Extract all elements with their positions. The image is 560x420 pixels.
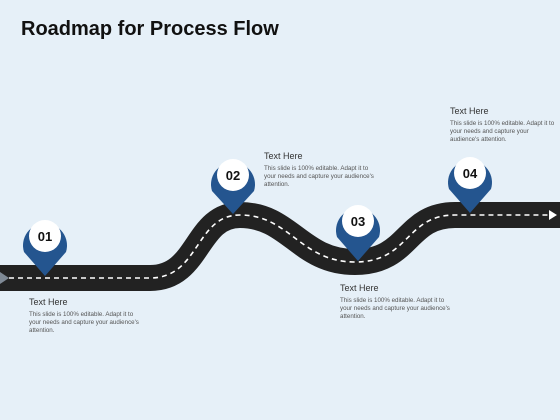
milestone-note-01: Text Here This slide is 100% editable. A…	[29, 297, 144, 336]
road-end-arrow-icon	[549, 210, 557, 220]
milestone-note-02: Text Here This slide is 100% editable. A…	[264, 151, 379, 190]
milestone-note-04: Text Here This slide is 100% editable. A…	[450, 106, 558, 145]
milestone-body: This slide is 100% editable. Adapt it to…	[340, 297, 450, 321]
milestone-heading: Text Here	[340, 283, 379, 293]
milestone-heading: Text Here	[450, 106, 489, 116]
milestone-pin-03: 03	[336, 205, 380, 261]
milestone-body: This slide is 100% editable. Adapt it to…	[450, 120, 555, 144]
milestone-label-01: 01	[38, 229, 52, 244]
road	[0, 202, 560, 291]
milestone-body: This slide is 100% editable. Adapt it to…	[264, 165, 374, 189]
road-center-line	[0, 214, 552, 279]
milestone-heading: Text Here	[264, 151, 303, 161]
milestone-body: This slide is 100% editable. Adapt it to…	[29, 311, 139, 335]
milestone-pin-04: 04	[448, 157, 493, 213]
milestone-pin-01: 01	[23, 220, 68, 276]
milestone-heading: Text Here	[29, 297, 68, 307]
milestone-note-03: Text Here This slide is 100% editable. A…	[340, 283, 455, 322]
milestone-pin-02: 02	[211, 159, 256, 214]
milestone-label-03: 03	[351, 214, 365, 229]
milestone-label-02: 02	[226, 168, 240, 183]
road-start-arrow-icon	[0, 272, 9, 284]
page-title: Roadmap for Process Flow	[21, 18, 279, 40]
milestone-label-04: 04	[463, 166, 478, 181]
